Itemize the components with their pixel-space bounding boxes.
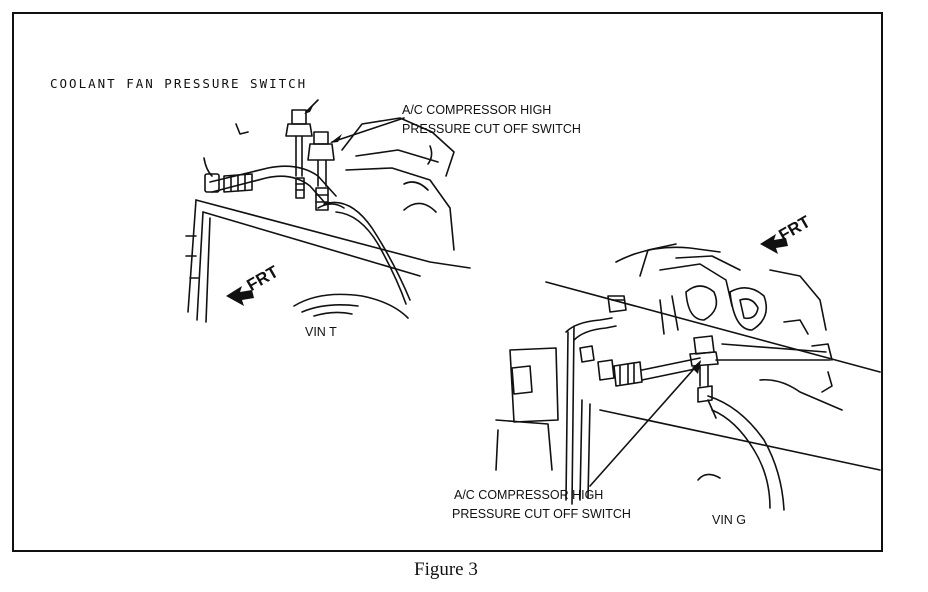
vin-t-ac-line	[203, 157, 411, 305]
vin-t-hose	[323, 201, 411, 301]
vin-g-alternator	[729, 287, 768, 331]
vin-g-engine	[615, 243, 843, 481]
vin-g-ac-switch-label-line1: A/C COMPRESSOR HIGH	[454, 488, 604, 502]
vin-g-ac-leader	[589, 361, 701, 487]
vin-t-left-fitting	[204, 173, 220, 193]
vin-g-ac-line	[565, 295, 785, 511]
vin-g-frt-arrow	[760, 234, 788, 254]
vin-g-radiator	[495, 281, 881, 505]
vin-g-upper-fitting	[607, 295, 627, 313]
vin-t-ac-pressure-switch	[307, 131, 335, 211]
coolant-fan-pressure-switch-label: COOLANT FAN PRESSURE SWITCH	[50, 76, 308, 91]
figure-caption: Figure 3	[414, 559, 478, 580]
vin-t-view-label: VIN T	[305, 325, 337, 339]
vin-t-engine-block	[235, 117, 455, 319]
vin-t-ac-switch-label-line1: A/C COMPRESSOR HIGH	[402, 103, 552, 117]
vin-t-coolant-fan-switch	[285, 109, 313, 199]
vin-g-ac-switch-label-line2: PRESSURE CUT OFF SWITCH	[452, 507, 631, 521]
vin-t-engine-view	[185, 99, 471, 323]
figure-frame	[12, 12, 883, 552]
vin-g-ac-pressure-switch	[689, 335, 719, 403]
vin-t-frt-arrow	[226, 286, 254, 306]
vin-t-ac-leader	[331, 117, 405, 143]
vin-t-radiator	[185, 199, 471, 323]
vin-t-nut-fitting	[223, 173, 253, 193]
vin-g-view-label: VIN G	[712, 513, 747, 527]
vin-t-ac-switch-label-line2: PRESSURE CUT OFF SWITCH	[402, 122, 581, 136]
vin-g-hose	[707, 395, 785, 511]
vin-t-fan-shroud	[293, 293, 409, 319]
vin-g-side-fitting	[597, 359, 615, 381]
vin-g-engine-view	[495, 234, 881, 511]
